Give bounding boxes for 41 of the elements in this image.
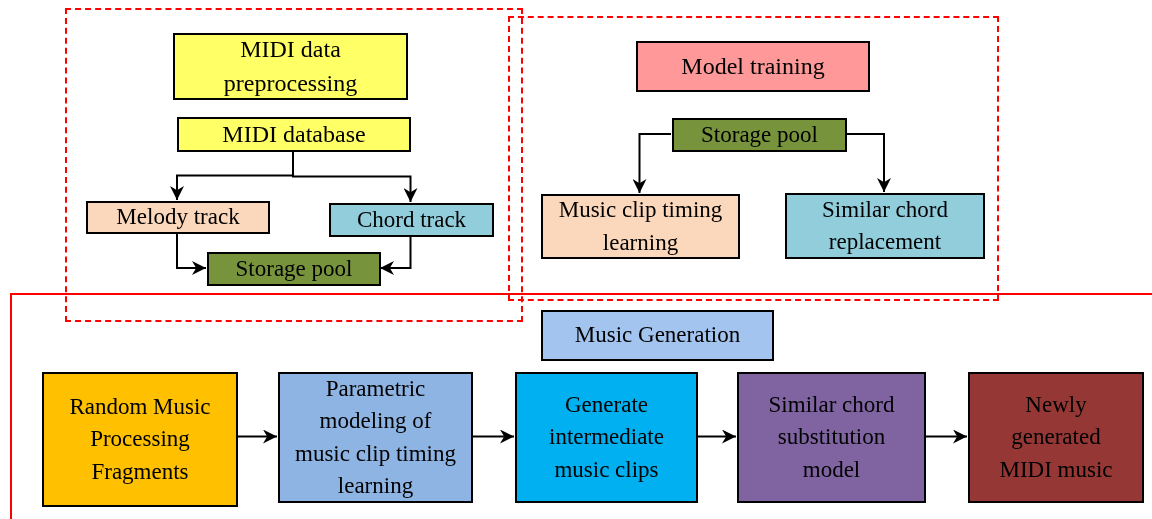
arrow (236, 429, 278, 444)
arrow (176, 232, 207, 275)
box-text: Storage pool (235, 254, 353, 283)
arrow (924, 429, 968, 444)
arrow (845, 133, 891, 193)
box-text: Chord track (356, 205, 467, 234)
process-box (173, 33, 408, 100)
process-box (207, 252, 381, 286)
box-text: Melody track (116, 203, 240, 232)
box-text: Model training (681, 51, 825, 81)
box-text: Similar chord replacement (821, 195, 949, 256)
dashed-group-frame (65, 8, 523, 322)
box-text: MIDI database (222, 119, 366, 149)
process-box (278, 372, 473, 503)
box-text: MIDI data preprocessing (222, 34, 359, 98)
process-box (541, 194, 740, 259)
arrow (696, 429, 737, 444)
arrow (632, 133, 672, 194)
process-box (785, 193, 985, 259)
box-text: Storage pool (701, 120, 818, 149)
arrow (471, 429, 515, 444)
box-text: Similar chord substitution model (767, 391, 896, 484)
arrow (379, 235, 412, 275)
process-box (329, 203, 494, 237)
box-text: Parametric modeling of music clip timing learning (294, 375, 457, 500)
process-box (968, 372, 1144, 503)
group-frame (10, 293, 1152, 519)
process-box (541, 310, 774, 361)
process-box (737, 372, 926, 503)
box-text: Random Music Processing Fragments (68, 393, 212, 486)
process-box (636, 41, 870, 92)
process-box (672, 118, 847, 152)
box-text: Music Generation (574, 321, 741, 350)
process-box (515, 372, 698, 503)
box-text: Generate intermediate music clips (548, 391, 665, 484)
process-box (177, 117, 411, 152)
box-text: Music clip timing learning (557, 196, 724, 257)
process-box (42, 372, 238, 507)
box-text: Newly generated MIDI music (998, 391, 1114, 484)
process-box (86, 201, 270, 234)
dashed-group-frame (508, 16, 999, 301)
